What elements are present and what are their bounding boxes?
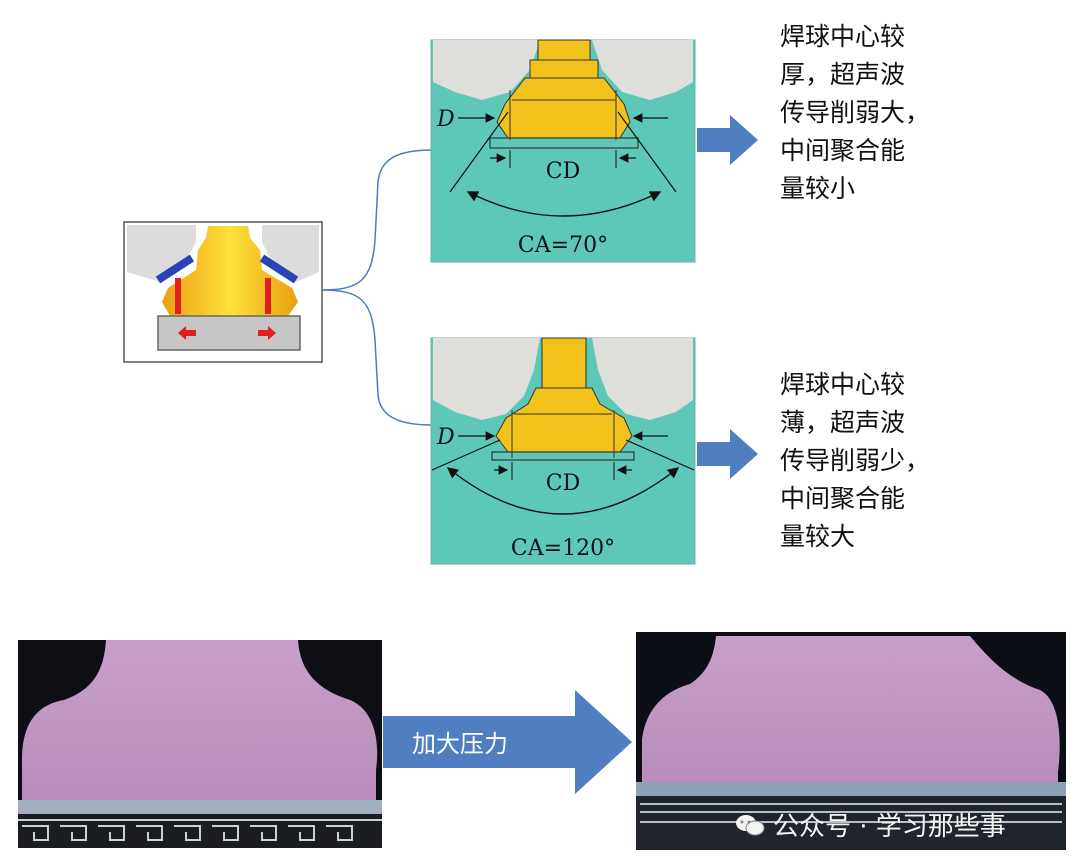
top-result-arrow-icon — [697, 115, 758, 165]
substrate-pattern-before — [18, 819, 382, 841]
bracket-bottom — [321, 289, 433, 426]
bracket-top — [321, 149, 433, 291]
bottom-result-note: 焊球中心较 薄，超声波 传导削弱少， 中间聚合能 量较大 — [780, 370, 931, 551]
right-arrow-icon — [258, 326, 276, 340]
left-arrow-icon — [178, 326, 196, 340]
bottom-dimension-cd: CD — [546, 471, 580, 496]
bottom-dimension-d: D — [436, 425, 455, 450]
bottom-contact-angle: CA=120° — [511, 536, 615, 561]
panel-bottom: D CD CA=120° — [430, 337, 696, 565]
top-dimension-d: D — [436, 107, 455, 132]
micrograph-before — [18, 640, 382, 848]
top-result-note: 焊球中心较 厚，超声波 传导削弱大， 中间聚合能 量较小 — [780, 22, 931, 203]
increase-pressure-arrow-icon — [383, 690, 632, 794]
watermark-text: 公众号 · 学习那些事 — [773, 812, 1006, 842]
top-dimension-cd: CD — [546, 159, 580, 184]
bond-cross-section-after — [642, 636, 1060, 786]
wechat-icon — [735, 813, 765, 837]
substrate-pattern-after — [640, 803, 1062, 823]
increase-pressure-label: 加大压力 — [412, 730, 508, 758]
top-contact-angle: CA=70° — [518, 233, 608, 258]
bond-cross-section-before — [22, 640, 378, 808]
left-schematic — [123, 221, 323, 363]
micrograph-after — [636, 632, 1066, 850]
panel-top: D CD CA=70° — [430, 39, 696, 263]
bond-shape — [162, 226, 298, 316]
bottom-result-arrow-icon — [697, 429, 758, 479]
watermark: 公众号 · 学习那些事 — [735, 806, 1006, 843]
